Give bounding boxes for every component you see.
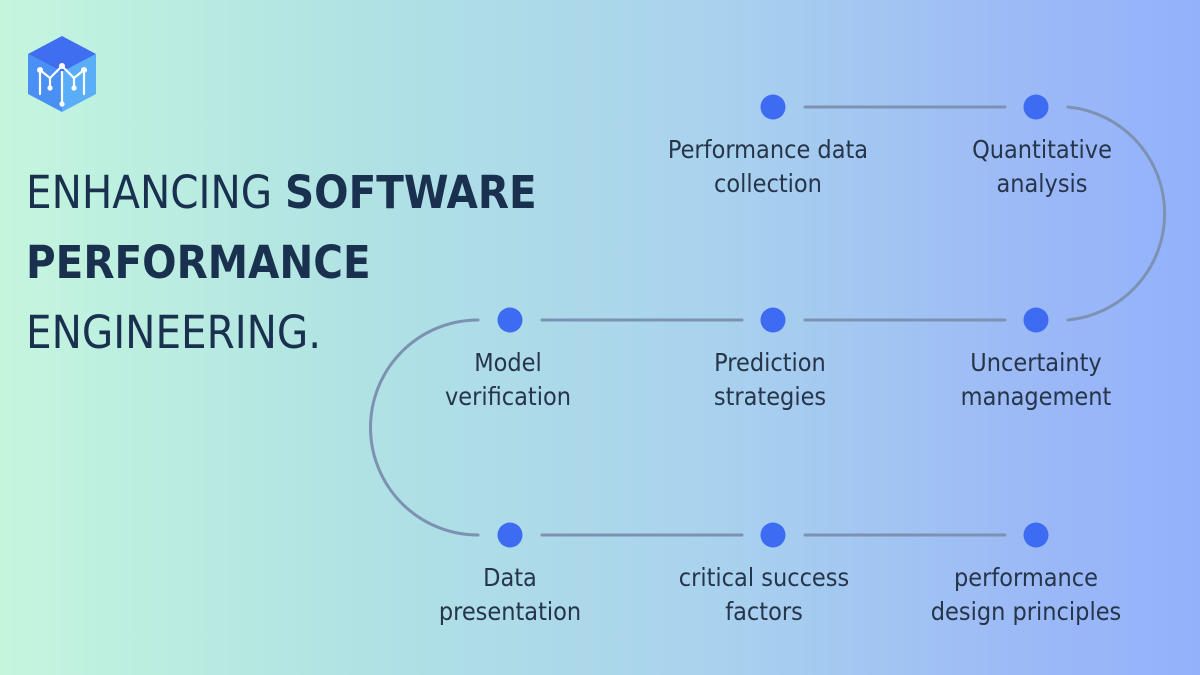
step-label-line-2: verification [444,382,572,411]
step-label-model-verification: Model verification [398,346,618,414]
node-uncertainty-management [1023,307,1049,333]
step-label-line-1: Prediction [714,348,826,377]
step-label-line-2: presentation [438,597,582,626]
step-label-line-2: factors [725,597,803,626]
step-label-line-2: management [960,382,1112,411]
connector-curve-right [1066,105,1167,322]
node-model-verification [497,307,523,333]
step-label-prediction-strategies: Prediction strategies [660,346,880,414]
step-label-line-1: Quantitative [972,135,1112,164]
step-label-line-1: Model [474,348,542,377]
page-title: ENHANCING SOFTWARE PERFORMANCE ENGINEERI… [26,158,546,368]
connector-curve-left [369,318,480,537]
step-label-critical-success-factors: critical success factors [654,561,874,629]
logo-right-face [62,54,96,112]
title-word-software: SOFTWARE [285,166,537,219]
title-word-performance: PERFORMANCE [26,236,371,289]
step-label-line-2: strategies [713,382,827,411]
step-label-line-1: performance [954,563,1098,592]
step-label-line-2: design principles [930,597,1122,626]
step-label-uncertainty-management: Uncertainty management [926,346,1146,414]
step-label-line-2: collection [714,169,822,198]
node-quantitative-analysis [1023,94,1049,120]
node-data-presentation [497,522,523,548]
step-label-line-1: Data [483,563,537,592]
logo-left-face [28,54,62,112]
title-word-engineering: ENGINEERING. [26,306,322,359]
step-label-performance-design-principles: performance design principles [916,561,1136,629]
step-label-line-2: analysis [996,169,1088,198]
node-performance-design-principles [1023,522,1049,548]
node-performance-data-collection [760,94,786,120]
step-label-line-1: critical success [678,563,850,592]
step-label-line-1: Performance data [667,135,869,164]
step-label-quantitative-analysis: Quantitative analysis [932,133,1152,201]
step-label-data-presentation: Data presentation [400,561,620,629]
step-label-line-1: Uncertainty [970,348,1102,377]
logo-cube-icon [28,36,96,112]
step-label-performance-data-collection: Performance data collection [658,133,878,201]
title-word-enhancing: ENHANCING [26,166,273,219]
title-line-1: ENHANCING SOFTWARE [26,158,546,228]
node-critical-success-factors [760,522,786,548]
node-prediction-strategies [760,307,786,333]
